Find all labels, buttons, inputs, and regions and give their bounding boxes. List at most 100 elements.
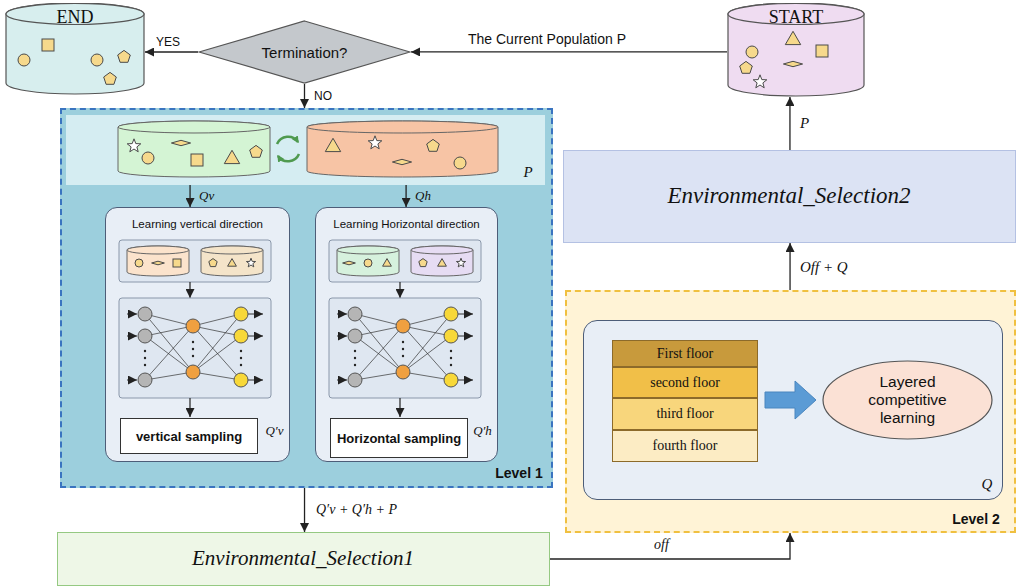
node-text: Layered competitive learning <box>848 373 967 427</box>
network-link <box>127 380 137 381</box>
flow-arrow <box>399 282 400 298</box>
node-text: Environmental_Selection1 <box>58 546 548 571</box>
ellipsis-dot <box>240 357 242 359</box>
illustration <box>18 31 828 419</box>
network-link <box>248 380 263 381</box>
cylinder-icon <box>127 246 189 276</box>
graphic-part <box>823 361 992 439</box>
shape-icon <box>250 145 263 157</box>
shape-icon <box>152 261 165 265</box>
ellipsis-dot <box>450 357 452 359</box>
text-area: Q <box>978 474 996 494</box>
ellipsis-dot <box>354 364 356 366</box>
shape-icon <box>816 45 828 57</box>
network-link <box>355 336 403 372</box>
network-link <box>458 314 473 315</box>
cylinder-icon <box>337 246 399 276</box>
shape-icon <box>224 150 239 163</box>
shape-icon <box>785 31 800 44</box>
flow-arrow <box>189 282 190 298</box>
network-link <box>355 372 403 380</box>
data-panel <box>119 240 271 282</box>
node-text: vertical sampling <box>123 429 255 444</box>
label-area: off <box>652 536 686 554</box>
shape-icon <box>368 136 382 149</box>
text-area: Layered competitive learning <box>848 360 967 440</box>
network-link <box>193 314 241 372</box>
database-cylinder: END <box>5 3 145 95</box>
text-area: fourth floor <box>613 431 757 461</box>
flow-arrow <box>145 51 198 52</box>
network-link <box>403 326 451 380</box>
text-area: Learning vertical direction <box>109 213 286 235</box>
shape-icon <box>364 259 372 267</box>
shape-icon <box>135 259 143 267</box>
shape-icon <box>454 157 466 169</box>
label-area: P <box>798 113 816 133</box>
network-link <box>127 314 137 315</box>
network-link <box>145 314 193 372</box>
ellipsis-dot <box>240 364 242 366</box>
label-area: Off + Q <box>798 257 868 277</box>
network-link <box>355 314 403 326</box>
cylinder-top <box>337 246 399 254</box>
text-area: Horizontal sampling <box>333 419 465 457</box>
neuron <box>444 373 458 387</box>
network-link <box>458 336 473 337</box>
text-area: Level 2 <box>945 510 1007 528</box>
learning-box: Learning vertical directionQ′vvertical s… <box>105 207 290 462</box>
shape-icon <box>127 139 141 152</box>
network-link <box>193 326 241 380</box>
network-link <box>145 336 193 372</box>
cylinder-top <box>307 121 498 133</box>
text-area: vertical sampling <box>123 419 255 453</box>
exchange-arrow <box>277 137 298 144</box>
network-link <box>145 326 193 336</box>
text-area: Learning Horizontal direction <box>318 213 495 235</box>
graphic-part <box>728 3 864 96</box>
shape-icon <box>392 159 411 164</box>
text-area: second floor <box>613 368 757 397</box>
network-link <box>403 314 451 372</box>
cylinder-icon <box>307 121 498 177</box>
database-cylinder: START <box>727 3 865 97</box>
label-area: YES <box>154 33 190 50</box>
network-link <box>248 314 263 315</box>
shape-icon <box>438 259 447 267</box>
network-link <box>145 314 193 326</box>
shape-icon <box>343 261 356 265</box>
shape-icon <box>246 258 255 267</box>
selection-box: Environmental_Selection2 <box>563 150 1016 243</box>
neuron <box>396 365 410 379</box>
cylinder-top <box>127 246 189 254</box>
process-box: vertical sampling <box>120 418 258 454</box>
neuron <box>234 307 248 321</box>
cylinder-icon <box>411 246 473 276</box>
edge-label: Off + Q <box>798 259 850 276</box>
node-text: second floor <box>613 375 757 391</box>
ellipsis-dot <box>354 357 356 359</box>
edge-label: NO <box>312 89 334 103</box>
flow-arrow <box>550 533 790 559</box>
ellipsis-dot <box>240 350 242 352</box>
ellipsis-dot <box>402 348 404 350</box>
flow-arrow <box>789 97 790 150</box>
shape-icon <box>383 259 392 267</box>
ellipsis-dot <box>192 355 194 357</box>
label-area: Q′v + Q′h + P <box>314 500 434 520</box>
shape-icon <box>118 50 131 62</box>
network-link <box>193 372 241 380</box>
flow-arrow <box>189 185 190 207</box>
text-area: START <box>727 6 865 28</box>
level-panel: Level 2QFirst floorsecond floorthird flo… <box>565 290 1016 533</box>
edge-label: off <box>652 537 671 553</box>
shape-icon <box>427 139 440 151</box>
learning-box: Learning Horizontal directionQ′hHorizont… <box>315 207 498 462</box>
ellipsis-dot <box>450 364 452 366</box>
neuron <box>138 307 152 321</box>
network-link <box>193 314 241 326</box>
ellipsis-dot <box>144 364 146 366</box>
neuron <box>234 373 248 387</box>
level-panel: Level 1PLearning vertical directionQ′vve… <box>60 108 553 488</box>
